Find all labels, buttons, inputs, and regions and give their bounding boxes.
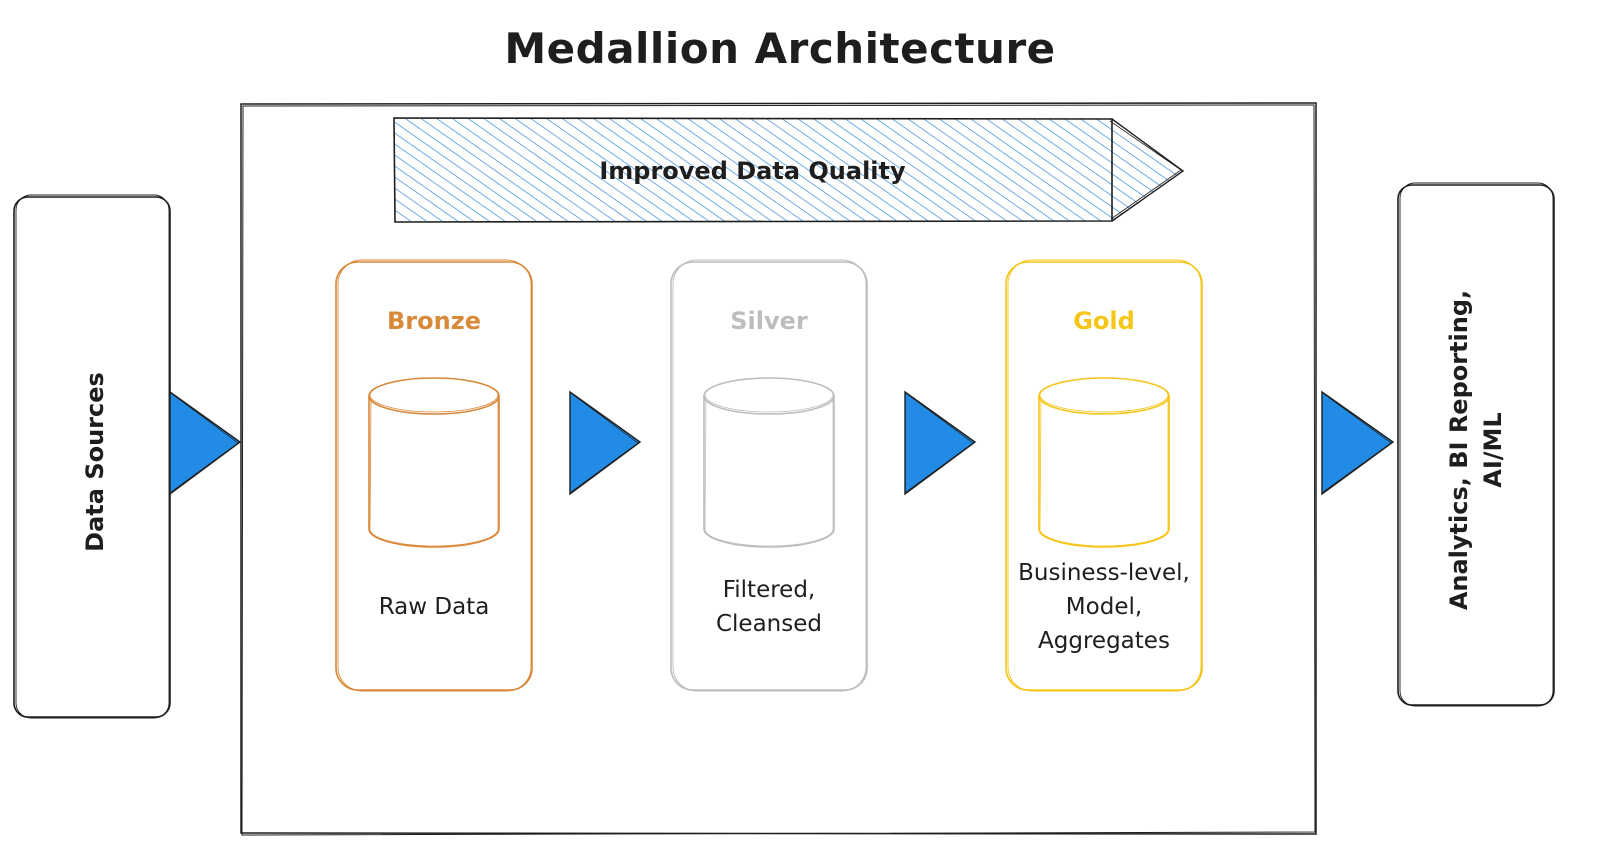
architecture-container [240,102,1317,836]
gold-card [1005,259,1203,692]
gold-database-cylinder-icon [1038,377,1170,548]
quality-banner-arrow [393,117,1185,223]
flow-arrow-icon-silver-to-gold [904,390,977,496]
silver-title: Silver [730,307,808,335]
diagram-title: Medallion Architecture [504,23,1056,73]
data-sources-label: Data Sources [81,372,109,552]
flow-arrow-icon-sources-to-bronze [169,390,242,496]
flow-arrow-icon-gold-to-analytics [1321,390,1395,496]
bronze-database-cylinder-icon [368,377,500,548]
gold-title: Gold [1073,307,1135,335]
flow-arrow-icon-bronze-to-silver [569,390,642,496]
gold-description: Business-level, Model, Aggregates [1018,560,1190,654]
bronze-title: Bronze [387,307,481,335]
silver-description: Filtered, Cleansed [715,577,822,637]
silver-database-cylinder-icon [703,377,835,548]
bronze-description: Raw Data [378,594,490,620]
silver-card [670,259,868,692]
analytics-box [1397,182,1555,707]
banner-label: Improved Data Quality [599,157,906,185]
bronze-card [335,259,533,692]
analytics-label: Analytics, BI Reporting, AI/ML [1445,289,1507,611]
